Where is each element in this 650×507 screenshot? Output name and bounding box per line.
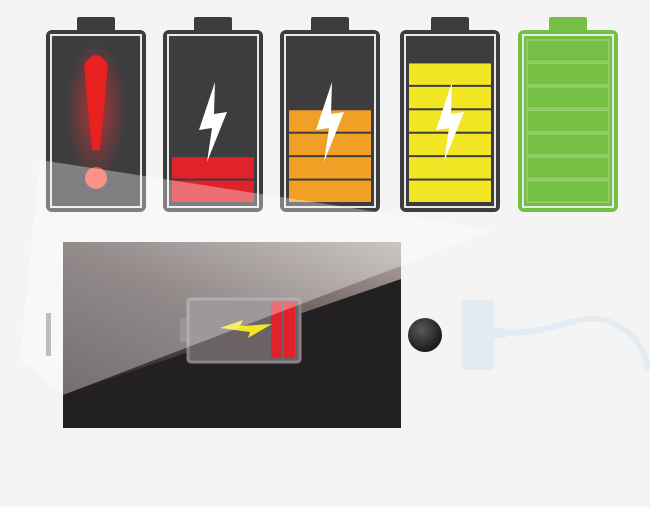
battery-empty	[46, 17, 146, 212]
battery-inner-frame	[167, 34, 259, 208]
charge-segment	[527, 86, 609, 109]
battery-row	[46, 17, 618, 212]
phone	[46, 242, 442, 428]
battery-inner-frame	[522, 34, 614, 208]
lightning-icon	[436, 82, 464, 162]
battery-terminal	[311, 17, 349, 33]
battery-full	[518, 17, 618, 212]
lightning-icon	[199, 82, 227, 162]
charge-segment	[409, 180, 491, 202]
cable-connector[interactable]	[462, 300, 494, 370]
battery-inner-frame	[50, 34, 142, 208]
charge-segment	[271, 302, 282, 358]
battery-low	[163, 17, 263, 212]
charge-segment	[284, 302, 295, 358]
charge-segment	[172, 180, 254, 202]
lightning-icon	[220, 320, 272, 338]
charge-segment	[527, 180, 609, 202]
charge-segment	[409, 157, 491, 179]
battery-inner-frame	[284, 34, 376, 208]
charge-segment	[289, 157, 371, 179]
screen-battery	[180, 297, 302, 364]
charge-segment	[172, 157, 254, 179]
charge-segment	[409, 63, 491, 85]
charge-segment	[527, 133, 609, 156]
charging-cable	[462, 300, 650, 371]
battery-terminal	[77, 17, 115, 33]
battery-terminal	[180, 318, 190, 342]
battery-high	[400, 17, 500, 212]
charge-segment	[527, 110, 609, 132]
light-beam	[20, 160, 495, 395]
home-button[interactable]	[408, 318, 442, 352]
charge-segment	[289, 180, 371, 202]
lightning-icon	[316, 82, 344, 162]
battery-inner-frame	[404, 34, 496, 208]
exclamation-icon	[66, 40, 126, 189]
battery-terminal	[194, 17, 232, 33]
battery-terminal	[431, 17, 469, 33]
battery-terminal	[549, 17, 587, 33]
charge-segment	[527, 63, 609, 85]
phone-speaker	[46, 313, 51, 356]
charge-segment	[527, 40, 609, 62]
cable-wire	[505, 315, 650, 371]
battery-medium	[280, 17, 380, 212]
charge-segment	[527, 157, 609, 179]
